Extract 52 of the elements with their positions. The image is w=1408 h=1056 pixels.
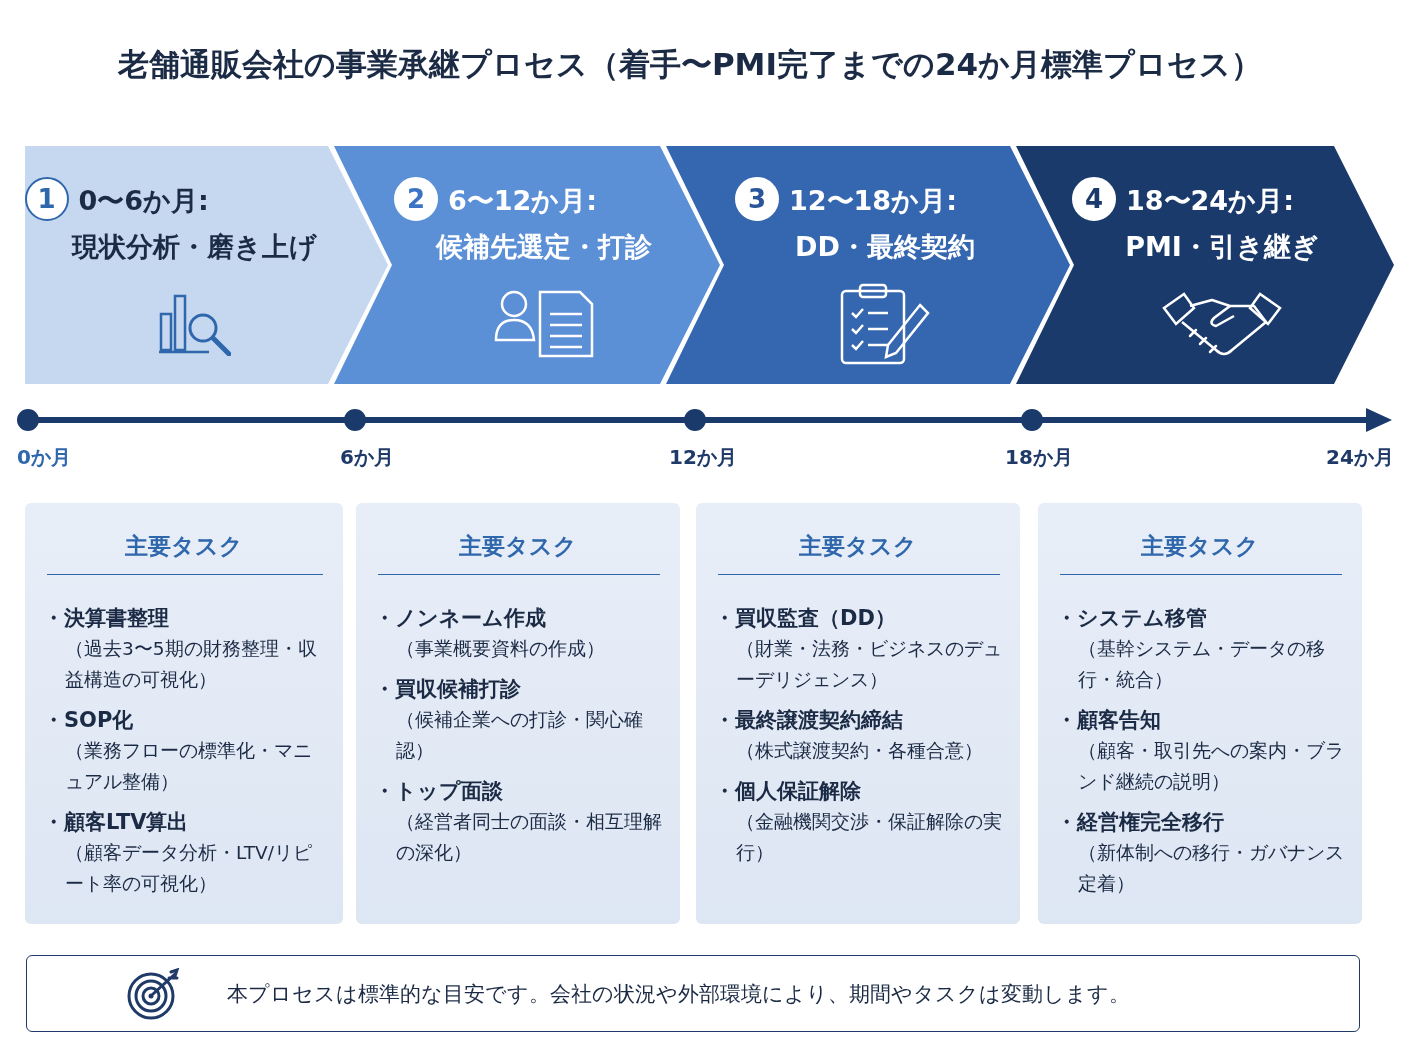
task-card xyxy=(356,503,680,924)
task-title: ・トップ面談 xyxy=(374,778,504,805)
task-title: ・決算書整理 xyxy=(43,605,170,632)
task-title: ・顧客LTV算出 xyxy=(43,809,190,836)
task-detail: （顧客データ分析・LTV/リピート率の可視化） xyxy=(65,841,313,896)
phase-banner xyxy=(666,146,1070,384)
note-box xyxy=(26,955,1360,1032)
task-title: ・最終譲渡契約締結 xyxy=(714,707,904,734)
task-detail: （業務フローの標準化・マニュアル整備） xyxy=(65,739,313,794)
phase-title: DD・最終契約 xyxy=(794,230,976,264)
phase-banner xyxy=(334,146,720,384)
task-title: ・買収監査（DD） xyxy=(714,605,897,632)
task-detail: （金融機関交渉・保証解除の実行） xyxy=(736,810,1002,865)
task-title: ・SOP化 xyxy=(43,707,135,734)
task-detail: （株式譲渡契約・各種合意） xyxy=(736,739,984,763)
title: 老舗通販会社の事業承継プロセス（着手〜PMI完了までの24か月標準プロセス） xyxy=(116,45,1264,84)
phase-title: PMI・引き継ぎ xyxy=(1124,230,1320,264)
phase-title: 候補先選定・打診 xyxy=(434,230,653,264)
task-card xyxy=(696,503,1020,924)
card-heading: 主要タスク xyxy=(1140,532,1260,561)
timeline-label: 0か月 xyxy=(17,444,71,471)
task-detail: （候補企業への打診・関心確認） xyxy=(396,708,644,763)
phase-title: 現状分析・磨き上げ xyxy=(70,230,318,264)
card-heading: 主要タスク xyxy=(458,532,578,561)
phase-banner xyxy=(1016,146,1394,384)
timeline-label: 12か月 xyxy=(669,444,737,471)
timeline-label: 24か月 xyxy=(1326,444,1394,471)
note-text: 本プロセスは標準的な目安です。会社の状況や外部環境により、期間やタスクは変動します。 xyxy=(227,981,1131,1008)
phase-banner xyxy=(25,146,388,384)
task-title: ・顧客告知 xyxy=(1056,707,1162,734)
period-label: 0〜6か月: xyxy=(78,184,209,218)
task-detail: （過去3〜5期の財務整理・収益構造の可視化） xyxy=(65,637,318,692)
period-label: 6〜12か月: xyxy=(448,184,598,218)
task-title: ・個人保証解除 xyxy=(714,778,862,805)
task-detail: （顧客・取引先への案内・ブランド継続の説明） xyxy=(1078,739,1344,794)
card-heading: 主要タスク xyxy=(124,532,244,561)
timeline-label: 6か月 xyxy=(340,444,394,471)
card-heading: 主要タスク xyxy=(798,532,918,561)
task-title: ・システム移管 xyxy=(1056,605,1208,632)
task-title: ・経営権完全移行 xyxy=(1056,809,1225,836)
period-label: 18〜24か月: xyxy=(1126,184,1294,218)
task-detail: （新体制への移行・ガバナンス定着） xyxy=(1078,841,1344,896)
task-detail: （財業・法務・ビジネスのデューデリジェンス） xyxy=(736,637,1002,692)
period-label: 12〜18か月: xyxy=(789,184,957,218)
task-title: ・買収候補打診 xyxy=(374,676,522,703)
task-title: ・ノンネーム作成 xyxy=(374,605,547,632)
task-detail: （経営者同士の面談・相互理解の深化） xyxy=(396,810,662,865)
task-card xyxy=(1038,503,1362,924)
task-detail: （基幹システム・データの移行・統合） xyxy=(1078,637,1326,692)
task-card xyxy=(25,503,343,924)
timeline-label: 18か月 xyxy=(1005,444,1073,471)
task-detail: （事業概要資料の作成） xyxy=(396,637,606,661)
